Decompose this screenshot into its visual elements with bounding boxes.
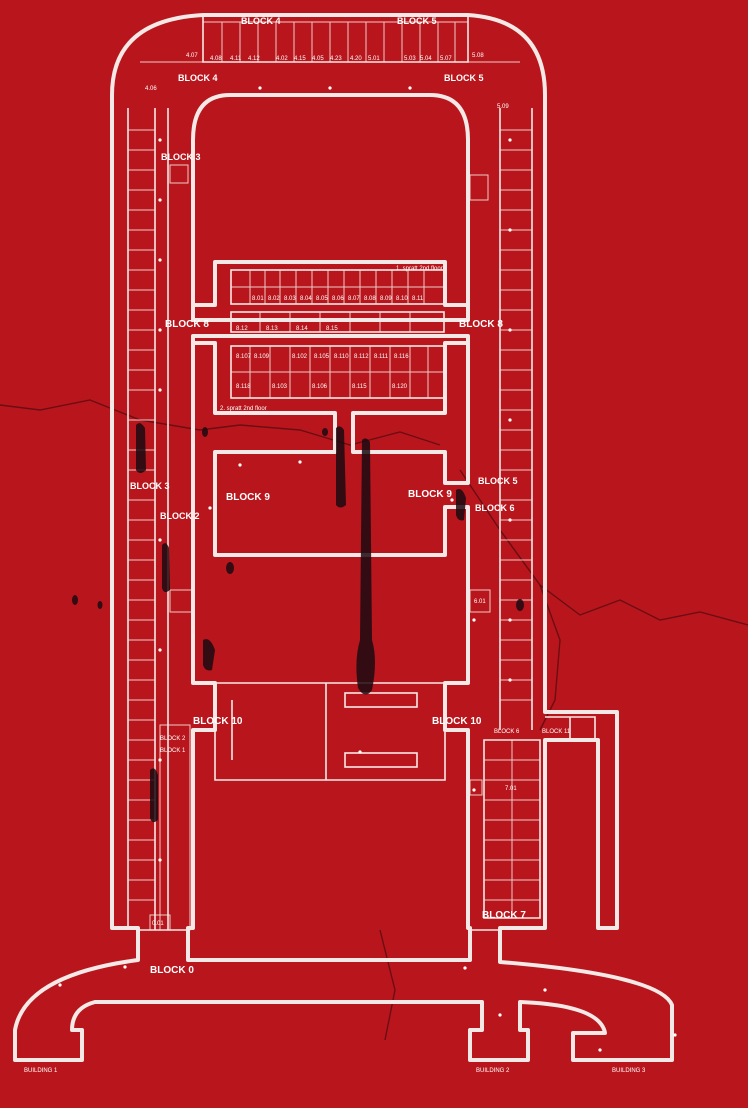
room-number: 5.08 bbox=[472, 53, 484, 59]
room-number: 8.08 bbox=[364, 296, 376, 302]
label-block-5-top: BLOCK 5 bbox=[397, 16, 437, 26]
room-number-row-lower: 8.107 8.109 8.102 8.105 8.110 8.112 8.11… bbox=[236, 354, 409, 390]
room-number: 8.115 bbox=[352, 384, 367, 390]
room-number: 8.105 bbox=[314, 354, 330, 360]
room-number: 5.03 bbox=[404, 56, 416, 62]
room-number: 8.118 bbox=[236, 384, 251, 390]
room-number: 8.14 bbox=[296, 326, 308, 332]
label-building-2: BUILDING 2 bbox=[476, 1068, 510, 1074]
room-number: 5.04 bbox=[420, 56, 432, 62]
room-number: 8.09 bbox=[380, 296, 392, 302]
ground-floor bbox=[138, 914, 500, 931]
room-number: 8.02 bbox=[268, 296, 280, 302]
room-number: 8.12 bbox=[236, 326, 248, 332]
room-number: 4.11 bbox=[230, 56, 242, 62]
label-floor-1: 1. spratt 2nd floor bbox=[396, 266, 443, 272]
room-number: 4.15 bbox=[294, 56, 306, 62]
label-block-9-right: BLOCK 9 bbox=[408, 489, 452, 500]
room-number: 8.112 bbox=[354, 354, 369, 360]
block-8-link bbox=[191, 303, 470, 345]
room-number: 4.08 bbox=[210, 56, 222, 62]
room-number-row-top: 4.08 4.11 4.12 4.02 4.15 4.05 4.23 4.20 … bbox=[210, 56, 452, 62]
room-number-row-upper: 8.01 8.02 8.03 8.04 8.05 8.06 8.07 8.08 … bbox=[236, 296, 424, 332]
label-block-1: BLOCK 1 bbox=[160, 748, 186, 754]
block-7-rooms bbox=[469, 739, 541, 919]
room-number: 8.04 bbox=[300, 296, 312, 302]
room-number: 8.103 bbox=[272, 384, 288, 390]
label-block-4-top: BLOCK 4 bbox=[241, 16, 281, 26]
label-block-0: BLOCK 0 bbox=[150, 965, 194, 976]
label-block-4: BLOCK 4 bbox=[178, 73, 218, 83]
label-block-6: BLOCK 6 bbox=[475, 503, 515, 513]
room-number-misc: 4.07 4.06 5.08 5.09 0.01 7.01 6.01 bbox=[145, 53, 517, 927]
label-block-6-low: BLOCK 6 bbox=[494, 729, 520, 735]
block-4-5-rooms bbox=[140, 15, 520, 63]
room-number: 8.03 bbox=[284, 296, 296, 302]
room-number: 5.01 bbox=[368, 56, 380, 62]
room-number: 8.102 bbox=[292, 354, 308, 360]
room-number: 8.110 bbox=[334, 354, 349, 360]
room-number: 8.15 bbox=[326, 326, 338, 332]
room-number: 4.07 bbox=[186, 53, 198, 59]
room-number: 8.109 bbox=[254, 354, 270, 360]
label-block-2-low: BLOCK 2 bbox=[160, 736, 186, 742]
outer-wall bbox=[13, 13, 674, 1062]
label-block-10-left: BLOCK 10 bbox=[193, 716, 243, 727]
room-number: 4.20 bbox=[350, 56, 362, 62]
room-number: 8.111 bbox=[374, 354, 389, 360]
label-block-5-low: BLOCK 5 bbox=[478, 476, 518, 486]
label-block-8-right: BLOCK 8 bbox=[459, 319, 503, 330]
inner-wall bbox=[186, 93, 472, 962]
room-number: 4.23 bbox=[330, 56, 342, 62]
label-block-3: BLOCK 3 bbox=[161, 152, 201, 162]
room-number: 5.07 bbox=[440, 56, 452, 62]
wall-cracks bbox=[0, 399, 748, 1041]
room-number: 8.11 bbox=[412, 296, 424, 302]
room-number: 4.06 bbox=[145, 86, 157, 92]
room-number: 7.01 bbox=[505, 786, 517, 792]
blood-stains bbox=[72, 423, 524, 823]
room-number: 4.12 bbox=[248, 56, 260, 62]
label-block-7: BLOCK 7 bbox=[482, 910, 526, 921]
room-number: 6.01 bbox=[474, 599, 486, 605]
room-number: 8.107 bbox=[236, 354, 252, 360]
room-number: 8.01 bbox=[252, 296, 264, 302]
room-number: 8.106 bbox=[312, 384, 328, 390]
right-wing-rooms bbox=[469, 108, 596, 740]
room-number: 0.01 bbox=[152, 921, 164, 927]
label-building-1: BUILDING 1 bbox=[24, 1068, 58, 1074]
label-building-3: BUILDING 3 bbox=[612, 1068, 646, 1074]
room-number: 8.06 bbox=[332, 296, 344, 302]
room-number: 5.09 bbox=[497, 104, 509, 110]
label-block-2: BLOCK 2 bbox=[160, 511, 200, 521]
room-number: 8.05 bbox=[316, 296, 328, 302]
label-block-10-right: BLOCK 10 bbox=[432, 716, 482, 727]
room-number: 4.05 bbox=[312, 56, 324, 62]
room-number: 8.120 bbox=[392, 384, 408, 390]
location-dots bbox=[58, 86, 677, 1052]
room-number: 8.10 bbox=[396, 296, 408, 302]
label-floor-2: 2. spratt 2nd floor bbox=[220, 406, 267, 412]
label-block-5: BLOCK 5 bbox=[444, 73, 484, 83]
block-8-rooms bbox=[230, 269, 445, 399]
courtyard-rooms bbox=[214, 682, 446, 781]
room-number: 4.02 bbox=[276, 56, 288, 62]
block-labels: BLOCK 4 BLOCK 5 BLOCK 4 BLOCK 5 BLOCK 3 … bbox=[24, 16, 646, 1074]
label-block-8-left: BLOCK 8 bbox=[165, 319, 209, 330]
label-block-11: BLOCK 11 bbox=[542, 729, 571, 735]
room-number: 8.13 bbox=[266, 326, 278, 332]
label-block-3-low: BLOCK 3 bbox=[130, 481, 170, 491]
label-block-9-left: BLOCK 9 bbox=[226, 492, 270, 503]
room-number: 8.07 bbox=[348, 296, 360, 302]
room-number: 8.116 bbox=[394, 354, 409, 360]
